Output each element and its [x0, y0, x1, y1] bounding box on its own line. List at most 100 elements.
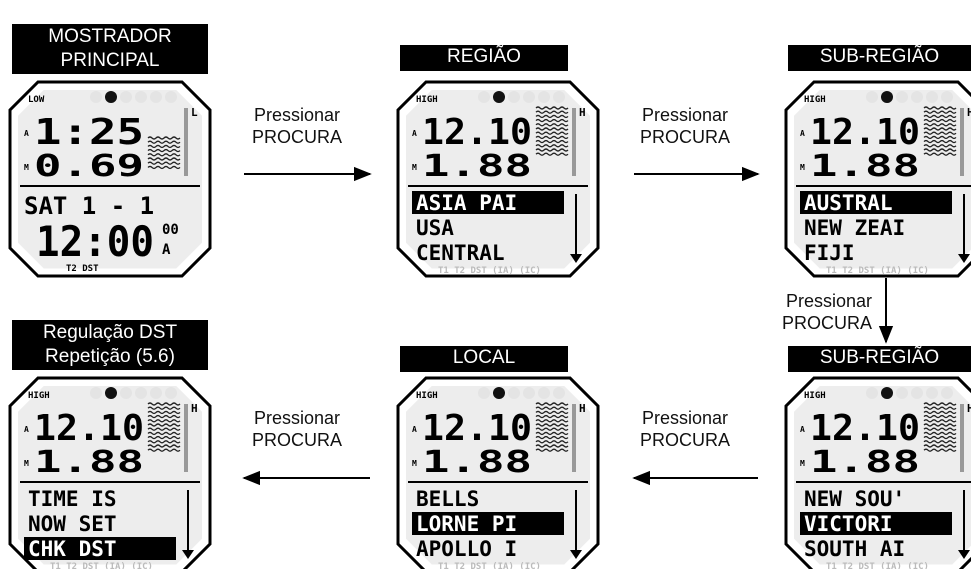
tide-wave	[147, 136, 181, 140]
row-a-label: A	[24, 425, 29, 434]
scroll-down-icon	[570, 254, 582, 263]
tide-wave	[535, 410, 569, 415]
tide-wave	[535, 440, 569, 444]
header-subregion-bottom: SUB-REGIÃO	[788, 346, 971, 372]
moon-phase-icon	[881, 91, 893, 103]
header-dst-line1: Regulação DST	[42, 322, 178, 343]
tide-wave	[535, 139, 569, 144]
row-a-label: A	[24, 129, 29, 138]
menu-line: TIME IS	[28, 487, 117, 511]
moon-phase-icon	[523, 387, 535, 399]
tide-wave	[535, 135, 569, 140]
tide-wave	[147, 427, 181, 431]
step-label-5: Pressionar PROCURA	[232, 407, 362, 451]
tide-side-label: H	[967, 106, 971, 119]
tide-wave	[147, 157, 181, 161]
moon-phase-icon	[538, 91, 550, 103]
moon-phase-icon	[478, 387, 490, 399]
step-label-5-line1: Pressionar	[253, 408, 341, 428]
tide-row-2: 1.88	[34, 445, 144, 480]
menu-line: AUSTRAL	[804, 191, 893, 215]
menu-highlight	[800, 512, 952, 535]
tide-wave	[535, 435, 569, 440]
tide-wave	[923, 123, 957, 127]
tide-wave	[147, 153, 181, 157]
moon-phase-icon	[896, 387, 908, 399]
menu-line: CENTRAL	[416, 241, 505, 265]
header-main: MOSTRADOR PRINCIPAL	[12, 24, 208, 74]
tide-row-2: 1.88	[810, 445, 920, 480]
step-label-4: Pressionar PROCURA	[620, 407, 750, 451]
tide-wave	[147, 161, 181, 165]
footer-indicators: T1 T2 DST (IA) (IC)	[438, 562, 541, 569]
tide-wave	[147, 148, 181, 153]
tide-wave	[923, 419, 957, 423]
moon-phase-icon	[866, 91, 878, 103]
moon-phase-icon	[120, 387, 132, 399]
step-label-2-line2: PROCURA	[639, 127, 730, 147]
tide-wave	[147, 144, 181, 149]
step-label-1-line2: PROCURA	[251, 127, 342, 147]
tide-wave	[147, 431, 181, 436]
tide-wave	[535, 148, 569, 152]
moon-phase-icon	[90, 91, 102, 103]
step-label-5-line2: PROCURA	[251, 430, 342, 450]
step-label-1-line1: Pressionar	[253, 105, 341, 125]
menu-highlight	[800, 191, 952, 214]
tide-wave	[923, 448, 957, 452]
tide-bar	[572, 108, 576, 176]
header-region: REGIÃO	[400, 45, 568, 71]
row-a-label: A	[412, 129, 417, 138]
moon-phase-icon	[926, 91, 938, 103]
tide-wave	[923, 414, 957, 419]
tide-wave	[923, 427, 957, 431]
tide-wave	[923, 127, 957, 131]
tide-wave	[535, 131, 569, 135]
row-m-label: M	[800, 459, 805, 468]
header-main-line1: MOSTRADOR	[48, 26, 172, 47]
scroll-down-icon	[182, 550, 194, 559]
menu-highlight	[412, 191, 564, 214]
moon-phase-icon	[105, 91, 117, 103]
tide-row-1: 12.10	[34, 408, 144, 449]
menu-line: APOLLO I	[416, 537, 517, 561]
tide-row-2: 0.69	[34, 149, 144, 184]
tide-side-label: L	[191, 106, 198, 119]
moon-phase-icon	[911, 91, 923, 103]
moon-phase-icon	[493, 91, 505, 103]
watch-lcd	[18, 386, 202, 565]
ampm-indicator: A	[162, 242, 171, 258]
tide-wave	[923, 406, 957, 410]
tide-wave	[923, 114, 957, 119]
tide-wave	[147, 440, 181, 444]
tide-wave	[923, 139, 957, 144]
tide-level-label: LOW	[28, 95, 45, 105]
tide-wave	[535, 427, 569, 431]
moon-phase-icon	[135, 91, 147, 103]
moon-phase-icon	[150, 91, 162, 103]
tide-row-1: 12.10	[810, 112, 920, 153]
footer-indicators: T2 DST	[66, 264, 99, 274]
tide-row-2: 1.88	[810, 149, 920, 184]
tide-wave	[535, 414, 569, 419]
footer-indicators: T1 T2 DST (IA) (IC)	[826, 266, 929, 276]
tide-wave	[147, 140, 181, 144]
tide-row-2: 1.88	[422, 445, 532, 480]
tide-wave	[923, 423, 957, 427]
header-dst-line2: Repetição (5.6)	[45, 346, 175, 367]
tide-row-1: 12.10	[810, 408, 920, 449]
menu-line: LORNE PI	[416, 512, 517, 536]
footer-indicators: T1 T2 DST (IA) (IC)	[50, 562, 153, 569]
tide-wave	[535, 114, 569, 119]
menu-line: BELLS	[416, 487, 479, 511]
tide-wave	[923, 135, 957, 140]
row-a-label: A	[800, 129, 805, 138]
tide-wave	[147, 419, 181, 423]
menu-highlight	[412, 512, 564, 535]
scroll-down-icon	[958, 550, 970, 559]
step-label-1: Pressionar PROCURA	[232, 104, 362, 148]
tide-wave	[535, 431, 569, 436]
